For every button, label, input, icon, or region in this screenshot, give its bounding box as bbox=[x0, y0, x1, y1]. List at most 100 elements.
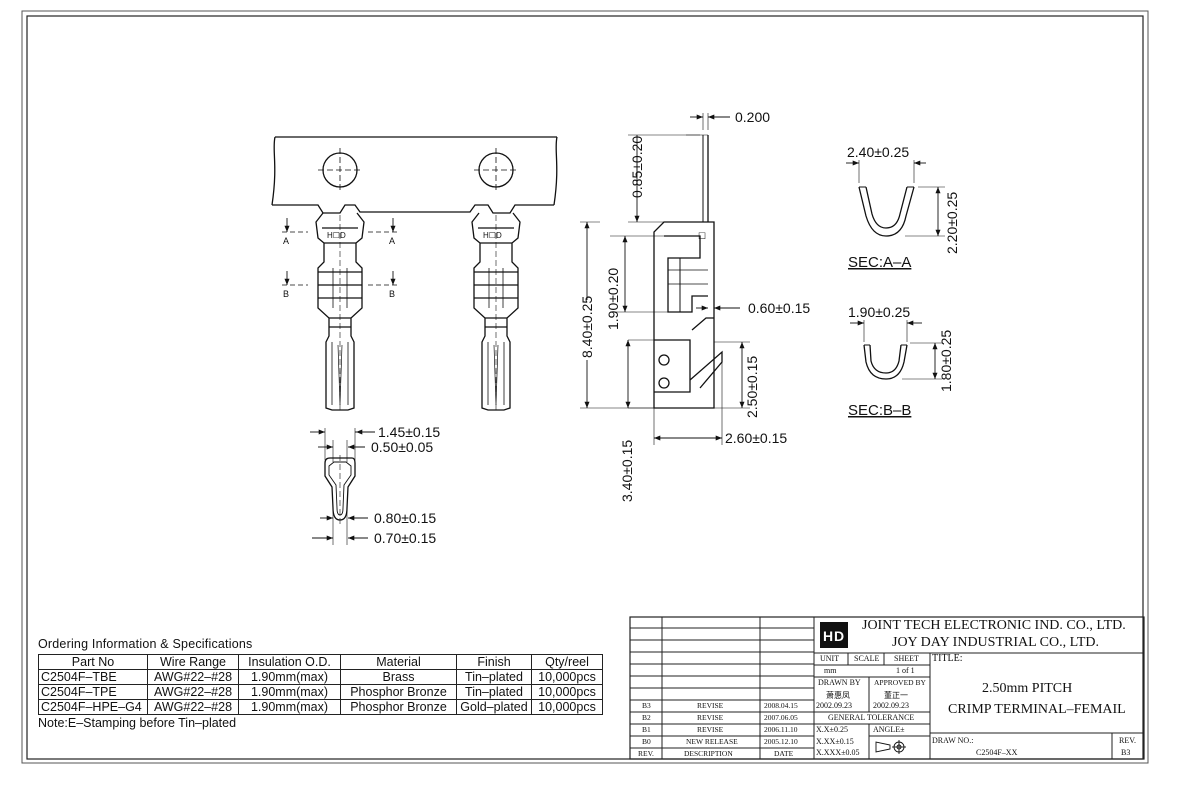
ordering-title: Ordering Information & Specifications bbox=[38, 637, 253, 651]
section-b-label: SEC:B–B bbox=[848, 402, 911, 419]
dim-3-40: 3.40±0.15 bbox=[619, 440, 635, 502]
revision-date: 2005.12.10 bbox=[764, 737, 798, 746]
part-no-cell: C2504F–TBE bbox=[38, 669, 148, 685]
dim-0-200: 0.200 bbox=[735, 109, 770, 125]
revision-desc: REVISE bbox=[697, 713, 724, 722]
revision-rev: B3 bbox=[642, 701, 651, 710]
revision-desc: NEW RELEASE bbox=[686, 737, 738, 746]
company-name-2: JOY DAY INDUSTRIAL CO., LTD. bbox=[892, 635, 1100, 650]
side-view-drawing: ☐ bbox=[580, 113, 750, 445]
table-row: C2504F–TBE AWG#22–#28 1.90mm(max) Brass … bbox=[38, 669, 603, 685]
title-line-1: 2.50mm PITCH bbox=[982, 681, 1073, 696]
wire-range-cell: AWG#22–#28 bbox=[147, 684, 239, 700]
dim-1-90-horizontal: 1.90±0.25 bbox=[848, 304, 910, 320]
dim-8-40: 8.40±0.25 bbox=[579, 296, 595, 358]
top-view-drawing: H☐D H☐D bbox=[271, 136, 558, 412]
revision-desc: REVISE bbox=[697, 725, 724, 734]
insulation-cell: 1.90mm(max) bbox=[238, 669, 341, 685]
finish-cell: Tin–plated bbox=[456, 669, 532, 685]
approved-by-name: 董正一 bbox=[884, 691, 908, 700]
company-name-1: JOINT TECH ELECTRONIC IND. CO., LTD. bbox=[862, 618, 1126, 633]
material-cell: Phosphor Bronze bbox=[340, 684, 457, 700]
tolerance-2: X.XX±0.15 bbox=[816, 737, 854, 746]
svg-text:☐: ☐ bbox=[698, 231, 706, 241]
title-block-grid bbox=[629, 616, 1145, 760]
draw-no-label: DRAW NO.: bbox=[932, 736, 974, 745]
drawn-by-label: DRAWN BY bbox=[818, 678, 861, 687]
projection-symbol-icon bbox=[875, 740, 906, 754]
contact-detail-drawing bbox=[310, 428, 375, 545]
ordering-note: Note:E–Stamping before Tin–plated bbox=[38, 716, 237, 730]
revision-desc: REVISE bbox=[697, 701, 724, 710]
table-header-row: Part No Wire Range Insulation O.D. Mater… bbox=[38, 654, 603, 670]
sheet-value: 1 of 1 bbox=[896, 666, 915, 675]
wire-range-cell: AWG#22–#28 bbox=[147, 699, 239, 715]
unit-label: UNIT bbox=[820, 654, 840, 663]
section-a-label: SEC:A–A bbox=[848, 254, 911, 271]
drawn-date: 2002.09.23 bbox=[816, 701, 852, 710]
dim-2-40: 2.40±0.25 bbox=[847, 144, 909, 160]
revision-date: 2008.04.15 bbox=[764, 701, 798, 710]
material-cell: Brass bbox=[340, 669, 457, 685]
tolerance-3: X.XXX±0.05 bbox=[816, 748, 860, 757]
revision-header-date: DATE bbox=[774, 749, 794, 758]
title-label: TITLE: bbox=[932, 653, 963, 664]
header-finish: Finish bbox=[456, 654, 532, 670]
dim-2-60: 2.60±0.15 bbox=[725, 430, 787, 446]
wire-range-cell: AWG#22–#28 bbox=[147, 669, 239, 685]
rev-label: REV. bbox=[1119, 736, 1136, 745]
scale-label: SCALE bbox=[854, 654, 880, 663]
part-no-cell: C2504F–TPE bbox=[38, 684, 148, 700]
dim-1-80: 1.80±0.25 bbox=[938, 330, 954, 392]
svg-text:H☐D: H☐D bbox=[483, 231, 502, 240]
cut-label-b-right: B bbox=[389, 289, 395, 299]
revision-header-desc: DESCRIPTION bbox=[684, 749, 733, 758]
dim-2-20: 2.20±0.25 bbox=[944, 192, 960, 254]
approved-by-label: APPROVED BY bbox=[874, 678, 926, 687]
revision-rev: B1 bbox=[642, 725, 651, 734]
draw-no-value: C2504F–XX bbox=[976, 748, 1018, 757]
revision-rev: B2 bbox=[642, 713, 651, 722]
finish-cell: Tin–plated bbox=[456, 684, 532, 700]
title-line-2: CRIMP TERMINAL–FEMAIL bbox=[948, 702, 1126, 717]
cut-label-a-left: A bbox=[283, 236, 289, 246]
cut-label-a-right: A bbox=[389, 236, 395, 246]
dim-0-60: 0.60±0.15 bbox=[748, 300, 810, 316]
svg-text:H: H bbox=[823, 628, 833, 644]
revision-date: 2006.11.10 bbox=[764, 725, 798, 734]
table-row: C2504F–HPE–G4 AWG#22–#28 1.90mm(max) Pho… bbox=[38, 699, 603, 715]
revision-date: 2007.06.05 bbox=[764, 713, 798, 722]
dim-2-50: 2.50±0.15 bbox=[744, 356, 760, 418]
section-a-drawing bbox=[846, 160, 945, 237]
insulation-cell: 1.90mm(max) bbox=[238, 699, 341, 715]
revision-header-rev: REV. bbox=[638, 749, 654, 758]
ordering-info: Ordering Information & Specifications Pa… bbox=[38, 637, 603, 730]
finish-cell: Gold–plated bbox=[456, 699, 532, 715]
cut-label-b-left: B bbox=[283, 289, 289, 299]
svg-text:H☐D: H☐D bbox=[327, 231, 346, 240]
tolerance-label: GENERAL TOLERANCE bbox=[828, 713, 915, 722]
company-logo: H D bbox=[820, 622, 848, 648]
drawn-by-name: 萧惠凤 bbox=[826, 691, 850, 700]
revision-rev: B0 bbox=[642, 737, 651, 746]
qty-cell: 10,000pcs bbox=[531, 684, 603, 700]
header-insulation: Insulation O.D. bbox=[238, 654, 341, 670]
qty-cell: 10,000pcs bbox=[531, 699, 603, 715]
part-no-cell: C2504F–HPE–G4 bbox=[38, 699, 148, 715]
outer-border bbox=[21, 10, 1149, 764]
header-qty: Qty/reel bbox=[531, 654, 603, 670]
header-part-no: Part No bbox=[38, 654, 148, 670]
unit-value: mm bbox=[824, 666, 837, 675]
dim-0-50: 0.50±0.05 bbox=[371, 439, 433, 455]
tolerance-1: X.X±0.25 bbox=[816, 725, 848, 734]
dim-0-80: 0.80±0.15 bbox=[374, 510, 436, 526]
header-material: Material bbox=[340, 654, 457, 670]
insulation-cell: 1.90mm(max) bbox=[238, 684, 341, 700]
approved-date: 2002.09.23 bbox=[873, 701, 909, 710]
table-row: C2504F–TPE AWG#22–#28 1.90mm(max) Phosph… bbox=[38, 684, 603, 700]
dim-1-90-vertical: 1.90±0.20 bbox=[605, 268, 621, 330]
section-b-drawing bbox=[850, 320, 942, 380]
svg-text:D: D bbox=[834, 628, 844, 644]
material-cell: Phosphor Bronze bbox=[340, 699, 457, 715]
ordering-table: Part No Wire Range Insulation O.D. Mater… bbox=[38, 654, 603, 715]
